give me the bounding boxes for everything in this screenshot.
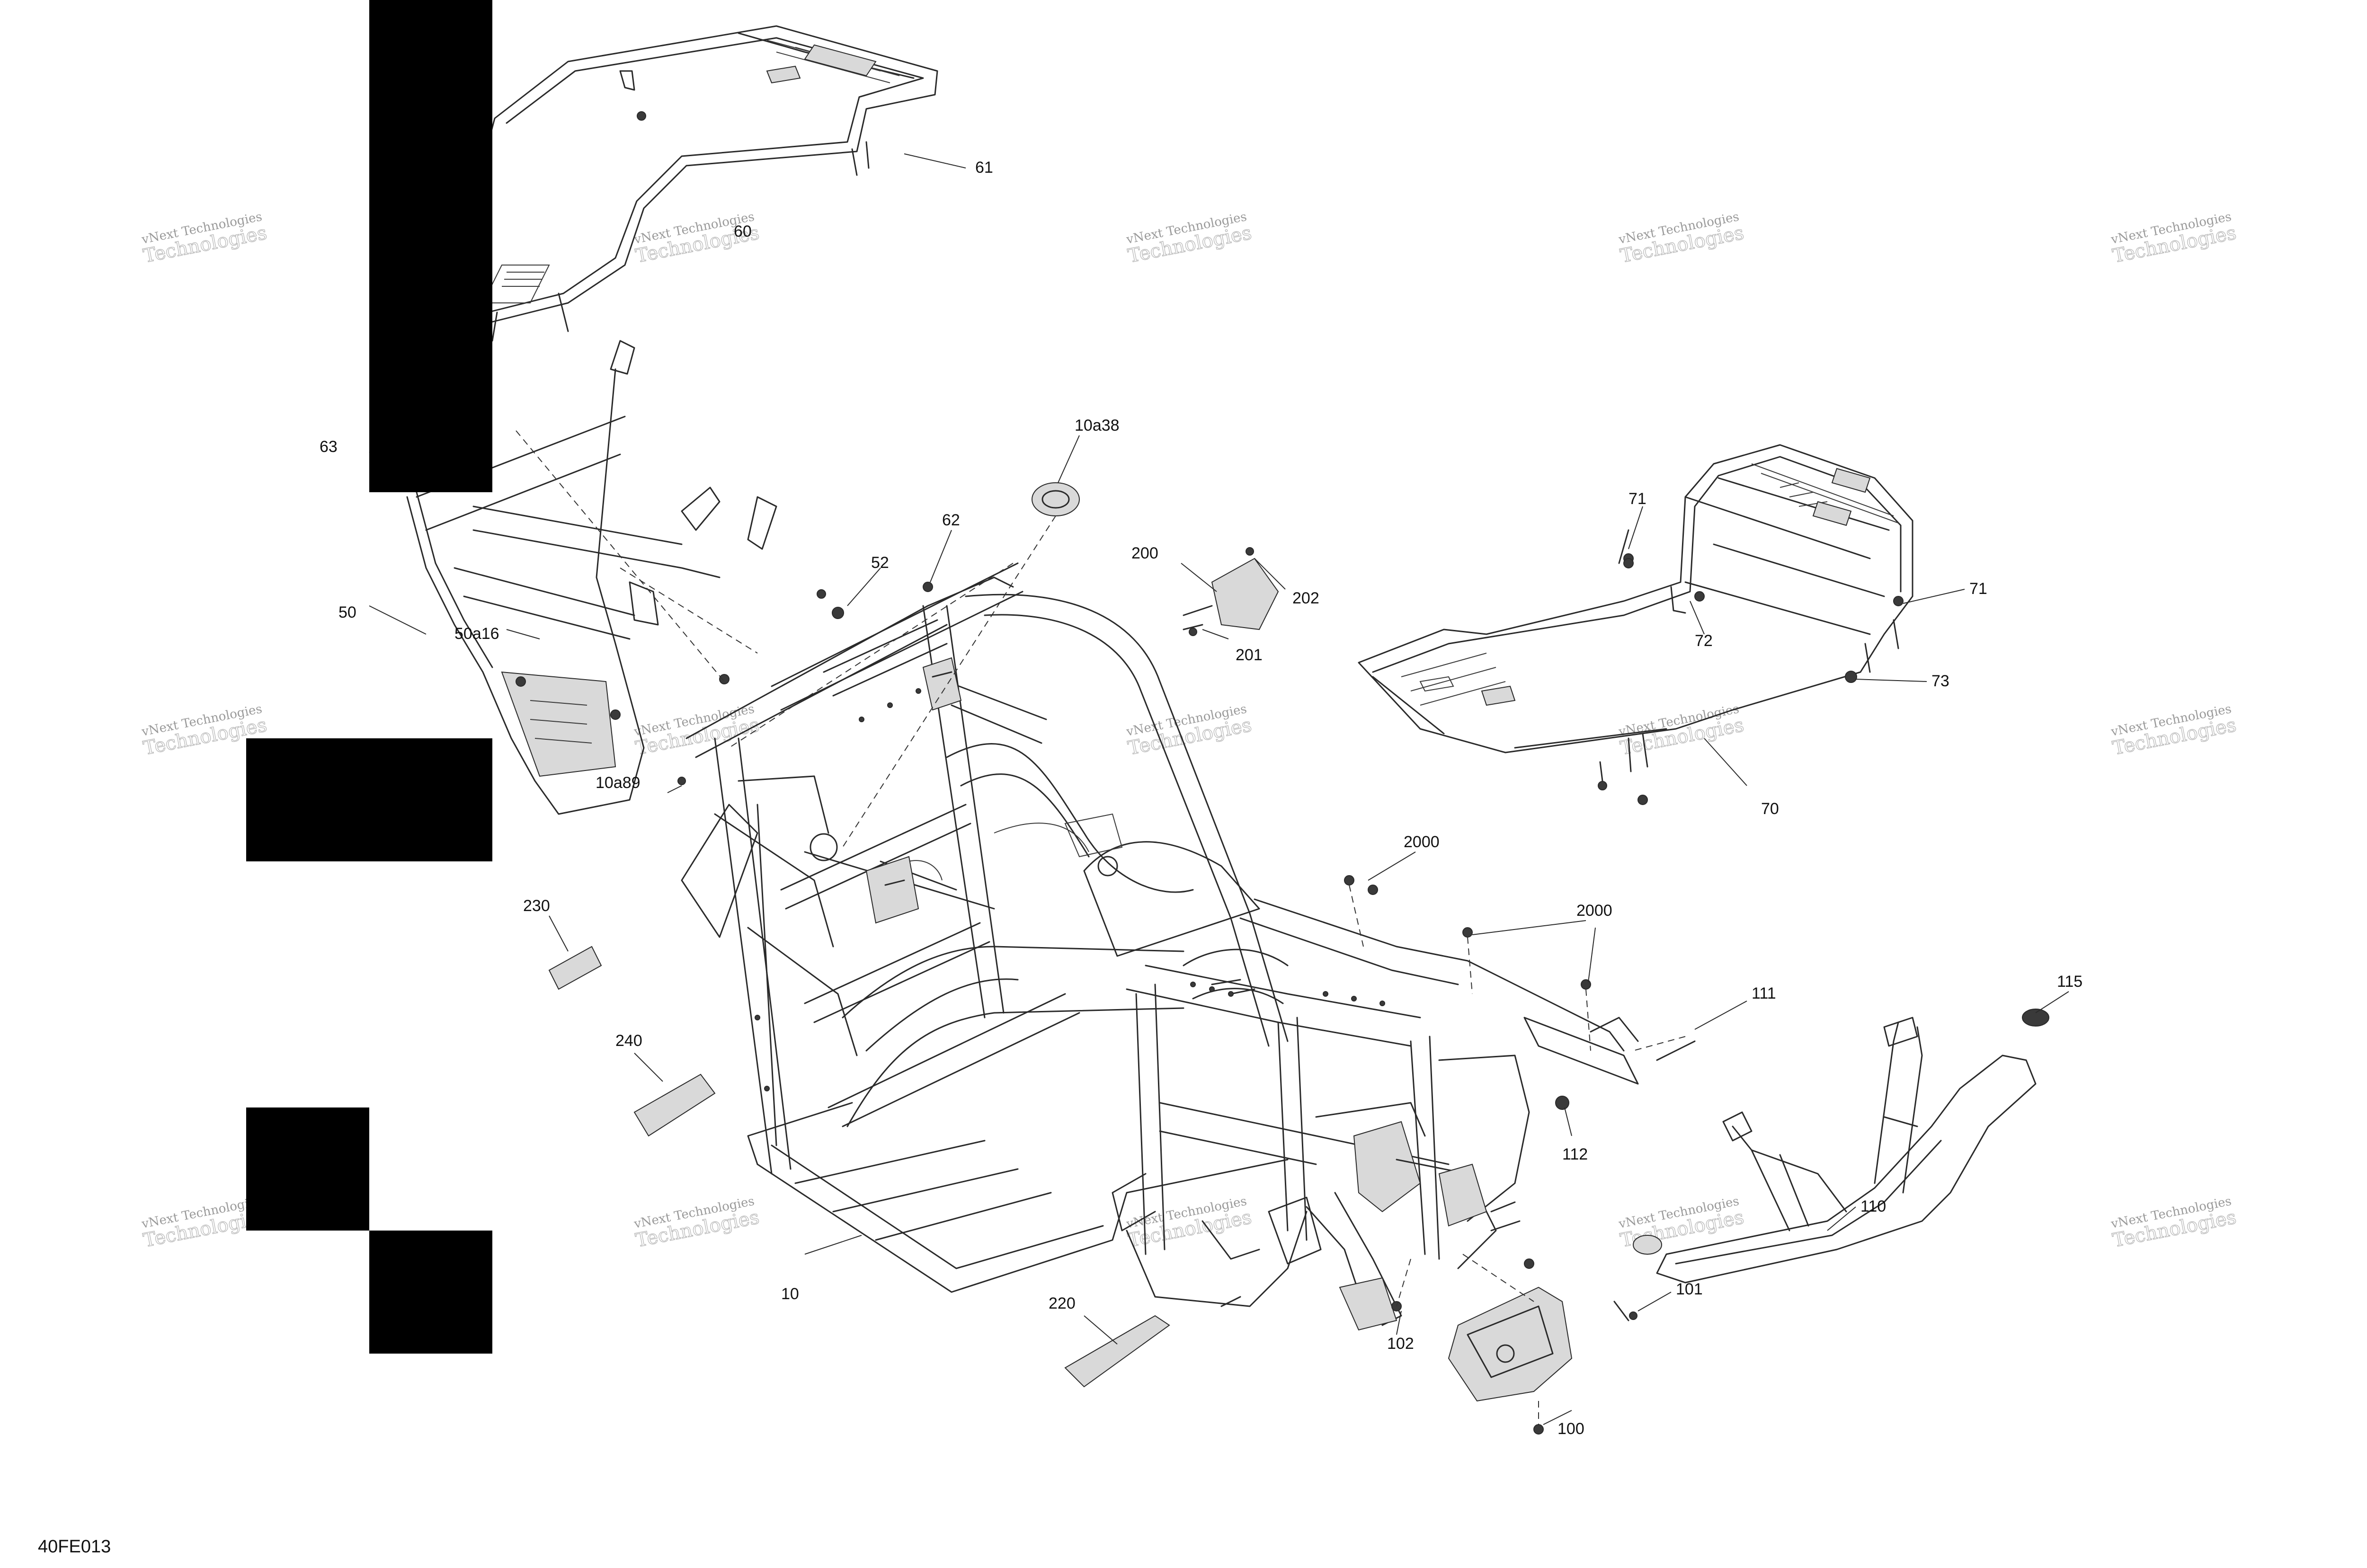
callout-2000-left: 2000: [1404, 833, 1440, 851]
callout-200: 200: [1131, 544, 1158, 562]
callout-10a38: 10a38: [1075, 416, 1120, 434]
diagram-reference: 40FE013: [38, 1537, 111, 1557]
callout-70: 70: [1761, 800, 1779, 818]
callout-10: 10: [781, 1285, 799, 1303]
redaction-block-2: [246, 738, 492, 861]
hitch-bracket-part-200: [1183, 558, 1279, 630]
plate-part-230: [548, 946, 602, 990]
rear-bumper-part-110: [1633, 1009, 2049, 1284]
redaction-blocks: [246, 0, 492, 1354]
callout-71-top: 71: [1628, 490, 1646, 508]
redaction-block-1: [369, 0, 492, 492]
callout-240: 240: [615, 1032, 642, 1050]
callout-60: 60: [734, 222, 752, 240]
skid-plate-part-220: [1064, 1315, 1170, 1388]
main-frame-part-10: [681, 562, 1639, 1331]
callout-111: 111: [1752, 984, 1776, 1002]
callout-110: 110: [1860, 1197, 1886, 1215]
callout-72: 72: [1695, 632, 1713, 650]
rack-support-part-50: [406, 340, 777, 815]
bracket-part-100: [1448, 1286, 1573, 1435]
callout-220: 220: [1049, 1294, 1076, 1312]
callout-50a16: 50a16: [454, 625, 499, 643]
callout-102: 102: [1387, 1335, 1414, 1353]
callout-52: 52: [871, 554, 889, 572]
callout-62: 62: [942, 511, 960, 529]
callout-112: 112: [1562, 1145, 1588, 1163]
callout-71-right: 71: [1969, 580, 1987, 598]
redaction-block-3: [246, 1107, 369, 1231]
callout-230: 230: [523, 897, 550, 915]
callout-100: 100: [1557, 1420, 1584, 1438]
callout-10a89: 10a89: [596, 774, 641, 792]
front-rack-part-70: [1358, 444, 1913, 772]
callout-201: 201: [1236, 646, 1263, 664]
callout-73: 73: [1931, 672, 1949, 690]
callout-115: 115: [2057, 973, 2082, 991]
callout-labels: 10 10a38 10a89 50 50a16 52 60 61 62 63 7…: [320, 159, 2082, 1438]
assembly-lines: [516, 430, 1686, 1425]
plate-part-10a38: [1032, 482, 1080, 516]
callout-63: 63: [320, 438, 338, 456]
callout-2000-right: 2000: [1576, 902, 1612, 920]
callout-50: 50: [338, 603, 356, 621]
callout-202: 202: [1292, 589, 1319, 607]
callout-61: 61: [975, 159, 993, 177]
callout-101: 101: [1676, 1280, 1703, 1298]
plate-part-240: [633, 1073, 716, 1137]
redaction-block-4: [369, 1231, 492, 1354]
